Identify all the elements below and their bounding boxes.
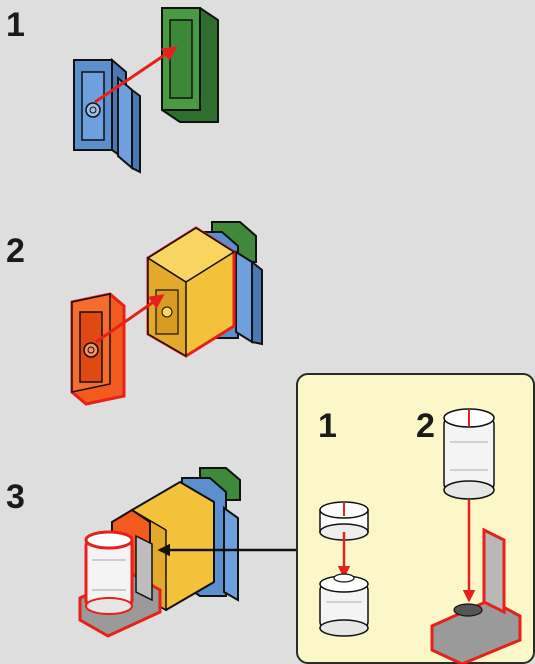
step1-green-plate-icon — [161, 7, 219, 123]
step2-orange-plate-icon — [70, 292, 126, 406]
substep-number-1: 1 — [318, 407, 337, 445]
step2-assembly-icon — [146, 221, 263, 358]
step-number-1: 1 — [6, 6, 25, 44]
step3-assembly-icon — [78, 467, 241, 638]
substep1-round-brick-icon — [319, 573, 369, 637]
substep-number-2: 2 — [416, 407, 435, 445]
substep1-round-tile-icon — [319, 501, 369, 541]
step2-arrow-icon — [95, 294, 165, 344]
step1-arrow-icon — [94, 46, 178, 104]
step-number-2: 2 — [6, 232, 25, 270]
substep2-round-brick-icon — [443, 408, 495, 500]
substep2-bracket-icon — [430, 527, 522, 664]
step-number-3: 3 — [6, 478, 25, 516]
